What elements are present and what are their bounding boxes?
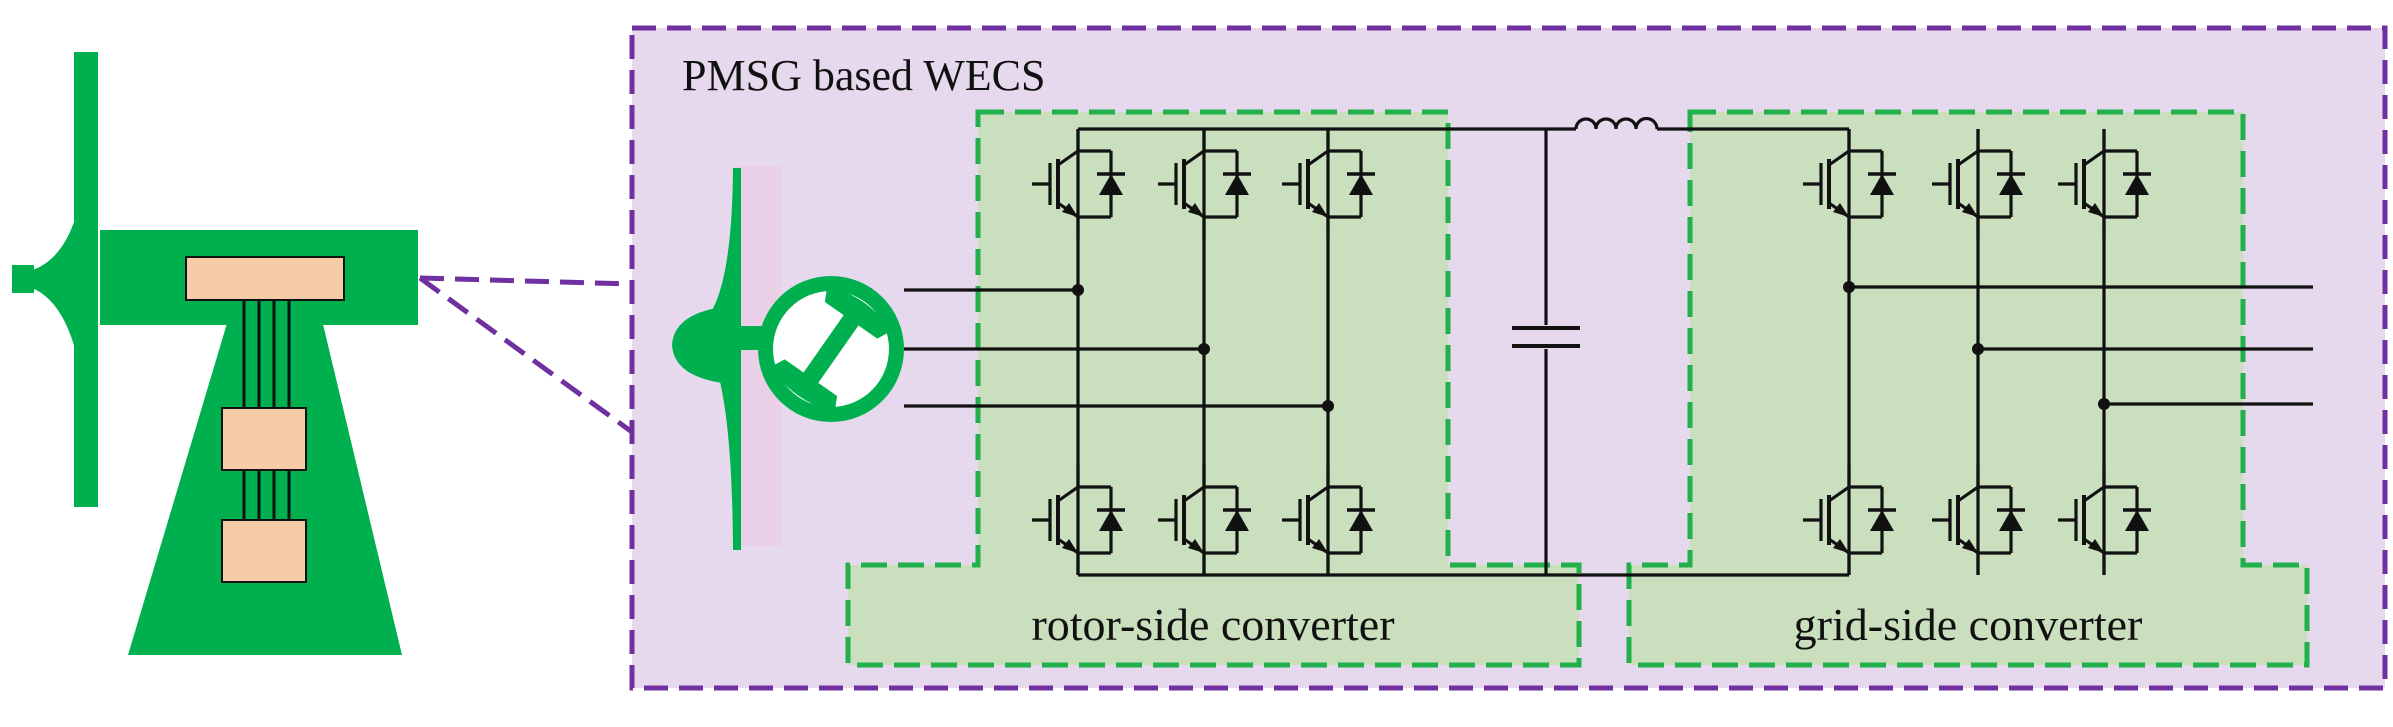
turbine-base-block — [221, 519, 307, 583]
rotor-side-converter-box — [845, 109, 1582, 668]
turbine-gearbox-block — [185, 256, 345, 301]
rotor-side-ac-wires — [904, 284, 1334, 412]
rotor-side-converter-label: rotor-side converter — [1031, 599, 1394, 650]
inductor-icon — [1574, 116, 1659, 130]
grid-side-bridge — [1801, 127, 2313, 577]
grid-side-converter-box — [1626, 109, 2310, 668]
wind-turbine-icon — [12, 52, 418, 655]
dc-link-wires — [1078, 127, 1849, 577]
pmsg-icon — [672, 168, 904, 550]
grid-side-converter-label: grid-side converter — [1794, 599, 2143, 650]
turbine-generator-block — [221, 407, 307, 471]
grid-side-ac-wires — [1843, 281, 2313, 410]
diagram-title: PMSG based WECS — [682, 51, 1045, 100]
zoom-callout-lines — [418, 275, 634, 435]
capacitor-icon — [1512, 325, 1580, 349]
rotor-side-bridge — [904, 127, 1377, 577]
